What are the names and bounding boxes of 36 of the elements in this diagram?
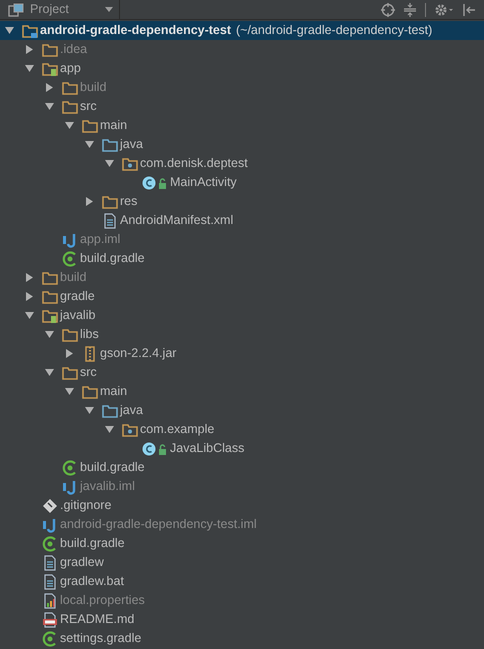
file-name: gson-2.2.4.jar [100, 345, 176, 362]
file-name: local.properties [60, 592, 145, 610]
file-name: build.gradle [80, 250, 145, 268]
file-name: gradlew [60, 554, 104, 572]
file-name: .idea [60, 41, 88, 58]
file-name: .gitignore [60, 497, 112, 514]
file-name: javalib.iml [80, 478, 135, 496]
panel-title: Project [30, 1, 69, 18]
file-name: gradle [60, 288, 95, 306]
file-name: java [120, 402, 143, 420]
file-name: README.md [60, 611, 134, 628]
file-name: android-gradle-dependency-test.iml [60, 516, 257, 534]
selected-row [0, 21, 484, 40]
file-name: JavaLibClass [170, 440, 244, 458]
file-name: app [60, 60, 81, 78]
file-name: android-gradle-dependency-test [40, 22, 231, 40]
file-name: AndroidManifest.xml [120, 212, 234, 230]
file-name: build [80, 79, 106, 96]
file-name: libs [80, 326, 99, 344]
file-name: main [100, 117, 128, 134]
file-name: src [80, 364, 97, 382]
file-name: build.gradle [60, 535, 125, 552]
file-name: settings.gradle [60, 630, 142, 648]
file-name: build [60, 269, 86, 286]
file-name: com.example [140, 421, 214, 438]
file-name: MainActivity [170, 174, 237, 192]
file-name: java [120, 136, 143, 154]
file-name: res [120, 193, 138, 210]
file-name: app.iml [80, 231, 120, 248]
file-name: gradlew.bat [60, 573, 124, 590]
file-path: (~/android-gradle-dependency-test) [236, 22, 432, 40]
file-name: src [80, 98, 97, 116]
file-name: main [100, 383, 128, 400]
file-name: com.denisk.deptest [140, 155, 248, 172]
file-name: javalib [60, 307, 96, 324]
file-name: build.gradle [80, 459, 145, 476]
